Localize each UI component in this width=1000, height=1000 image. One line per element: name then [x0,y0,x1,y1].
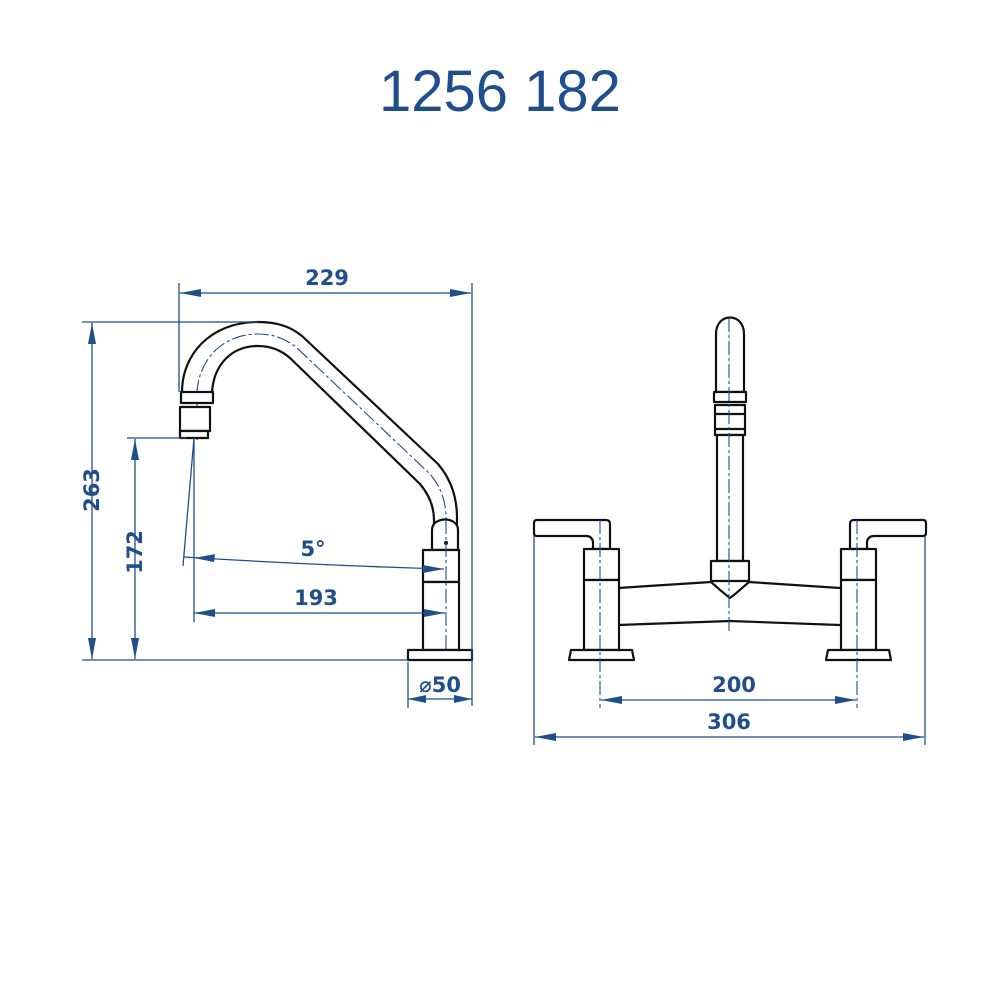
dim-5deg-label: 5° [300,537,325,561]
spout-inner-contour [210,344,436,532]
right-handle [848,518,928,551]
front-spout-pipe [715,433,745,563]
side-view: 229 263 172 5° 193 ⌀50 [80,266,474,708]
front-spout-top [714,316,746,394]
aerator-tip [178,429,210,440]
front-spout-nut [709,559,751,583]
dim-172-label: 172 [123,530,147,574]
swivel-knob [430,518,460,552]
right-valve-body [839,578,878,652]
spout-outer-contour [180,320,459,532]
dim-229-label: 229 [305,266,349,290]
dim-200-label: 200 [712,673,756,697]
dim-306-label: 306 [707,710,751,734]
front-aerator-ring [712,390,748,404]
left-valve-collar [582,547,621,582]
spout-centerline [196,333,447,660]
front-aerator-body [713,403,747,437]
dim-50-label: ⌀50 [419,673,461,697]
left-base-plate [567,648,636,662]
right-valve-collar [839,547,878,582]
dim-263-label: 263 [80,468,104,512]
right-base-plate [824,648,893,662]
left-handle [532,518,612,551]
dim-line-5deg [183,556,445,570]
front-view: 200 306 [532,316,928,745]
base-plate [406,648,474,662]
body-collar [421,548,461,584]
ext-line-angle [182,437,195,567]
aerator-ring [179,390,215,405]
aerator-body [178,405,212,433]
left-valve-body [582,578,621,652]
product-code-title: 1256 182 [379,59,621,124]
dim-193-label: 193 [294,586,338,610]
